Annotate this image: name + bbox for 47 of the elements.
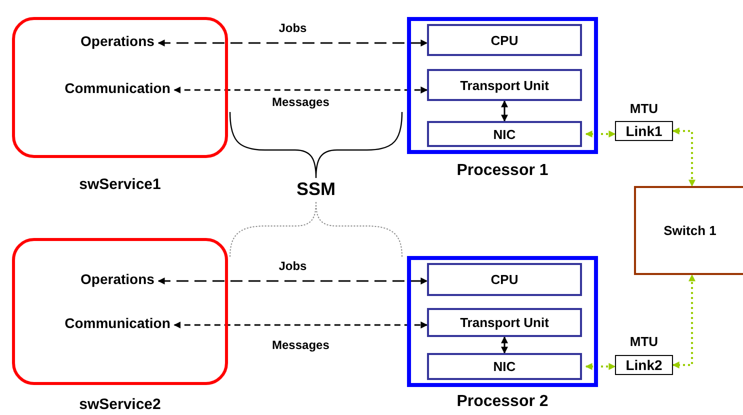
arrow <box>585 130 616 138</box>
processor-box <box>407 256 598 387</box>
node-caption: Processor 2 <box>456 393 550 411</box>
edge-label: Jobs <box>276 21 309 35</box>
node-label: Transport Unit <box>459 314 550 332</box>
arrow <box>158 278 428 284</box>
node-label: Switch 1 <box>662 222 718 240</box>
group-label: SSM <box>296 178 336 200</box>
node-label: CPU <box>490 32 520 50</box>
service-box <box>12 17 228 158</box>
node-caption: MTU <box>628 101 660 116</box>
node-label: Transport Unit <box>459 76 550 95</box>
link-box <box>615 121 673 141</box>
label-text: Communication <box>64 315 170 335</box>
arrow <box>501 336 508 354</box>
node-label: NIC <box>492 358 517 376</box>
node-caption: Processor 1 <box>456 162 550 180</box>
arrow <box>174 86 428 94</box>
service-box <box>12 238 228 385</box>
unit-box <box>427 308 582 337</box>
node-caption: swService2 <box>78 396 162 413</box>
arrow <box>501 100 508 122</box>
node-caption: swService1 <box>78 176 162 193</box>
label-text: Operations <box>80 33 154 53</box>
unit-box <box>427 353 582 380</box>
edge-label: Messages <box>270 338 332 352</box>
node-label: Link1 <box>624 122 664 140</box>
unit-box <box>427 69 582 101</box>
node-label: NIC <box>492 126 517 144</box>
switch-box <box>634 186 743 275</box>
label-text: Operations <box>80 271 154 291</box>
unit-box <box>427 24 582 56</box>
arrow <box>672 274 696 368</box>
edge-label: Jobs <box>276 259 309 273</box>
arrow <box>672 128 696 187</box>
node-caption: MTU <box>628 334 660 349</box>
edge-label: Messages <box>270 95 332 109</box>
arrow <box>585 363 616 370</box>
node-label: CPU <box>490 271 520 289</box>
arrow <box>174 322 428 328</box>
unit-box <box>427 121 582 147</box>
processor-box <box>407 17 598 154</box>
arrow <box>158 40 428 46</box>
node-label: Link2 <box>624 356 664 374</box>
label-text: Communication <box>64 80 170 100</box>
unit-box <box>427 263 582 296</box>
link-box <box>615 355 673 375</box>
